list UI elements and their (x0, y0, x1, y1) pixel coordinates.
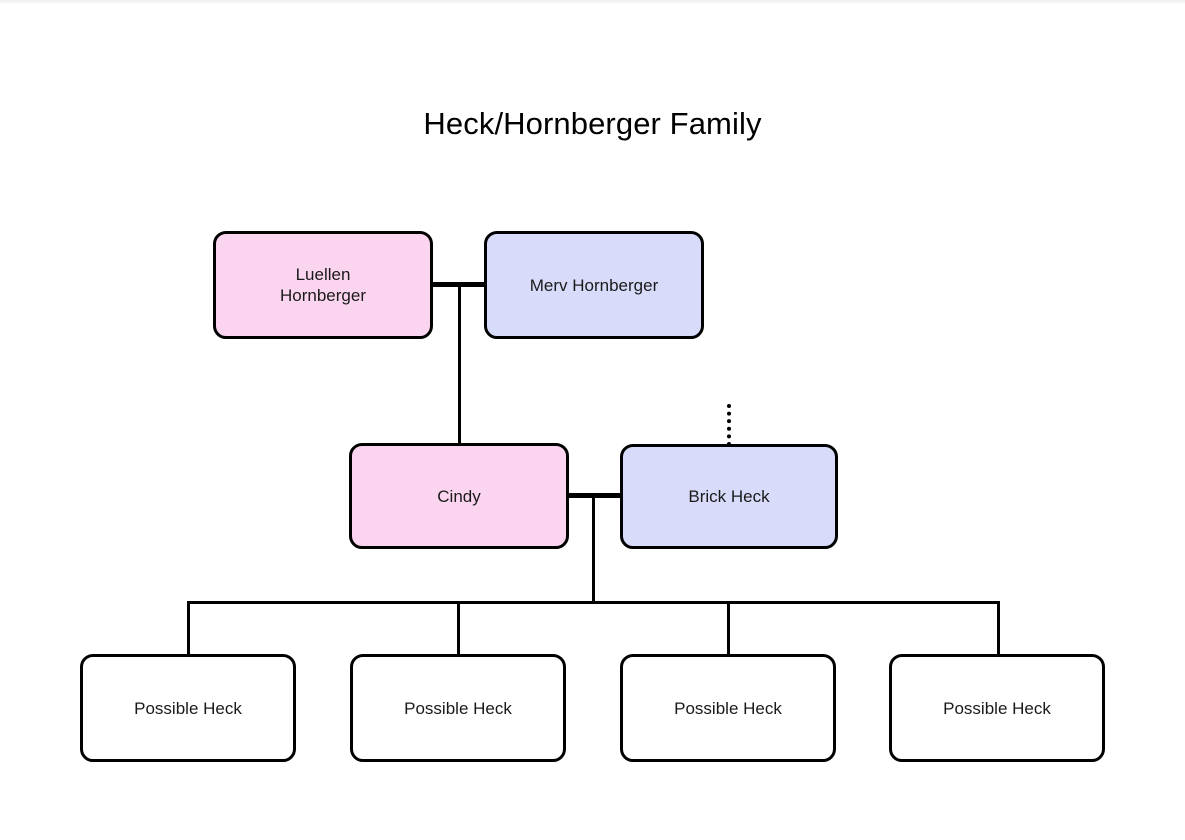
drop-line-child2 (457, 601, 460, 655)
drop-line-child3 (727, 601, 730, 655)
node-merv-hornberger[interactable]: Merv Hornberger (484, 231, 704, 339)
node-label: Luellen Hornberger (280, 265, 366, 305)
node-label: Possible Heck (134, 698, 242, 718)
union-bar-cindy-brick (566, 493, 624, 498)
node-luellen-hornberger[interactable]: Luellen Hornberger (213, 231, 433, 339)
node-label: Brick Heck (688, 487, 770, 506)
drop-line-child4 (997, 601, 1000, 655)
node-possible-heck-2[interactable]: Possible Heck (350, 654, 566, 762)
node-brick-heck[interactable]: Brick Heck (620, 444, 838, 549)
node-label: Possible Heck (943, 698, 1051, 718)
node-possible-heck-1[interactable]: Possible Heck (80, 654, 296, 762)
node-label: Possible Heck (404, 698, 512, 718)
node-label: Possible Heck (674, 698, 782, 718)
drop-line-child1 (187, 601, 190, 655)
descent-line-to-cindy (458, 284, 461, 445)
sibling-bus-bar (187, 601, 1000, 604)
node-cindy[interactable]: Cindy (349, 443, 569, 549)
descent-line-to-children (592, 495, 595, 604)
node-possible-heck-4[interactable]: Possible Heck (889, 654, 1105, 762)
node-label: Cindy (437, 486, 481, 506)
node-possible-heck-3[interactable]: Possible Heck (620, 654, 836, 762)
page-title: Heck/Hornberger Family (423, 106, 762, 141)
node-label: Merv Hornberger (529, 275, 659, 295)
window-top-edge (0, 0, 1185, 4)
dotted-link-brick-unknown-parent (727, 404, 731, 446)
